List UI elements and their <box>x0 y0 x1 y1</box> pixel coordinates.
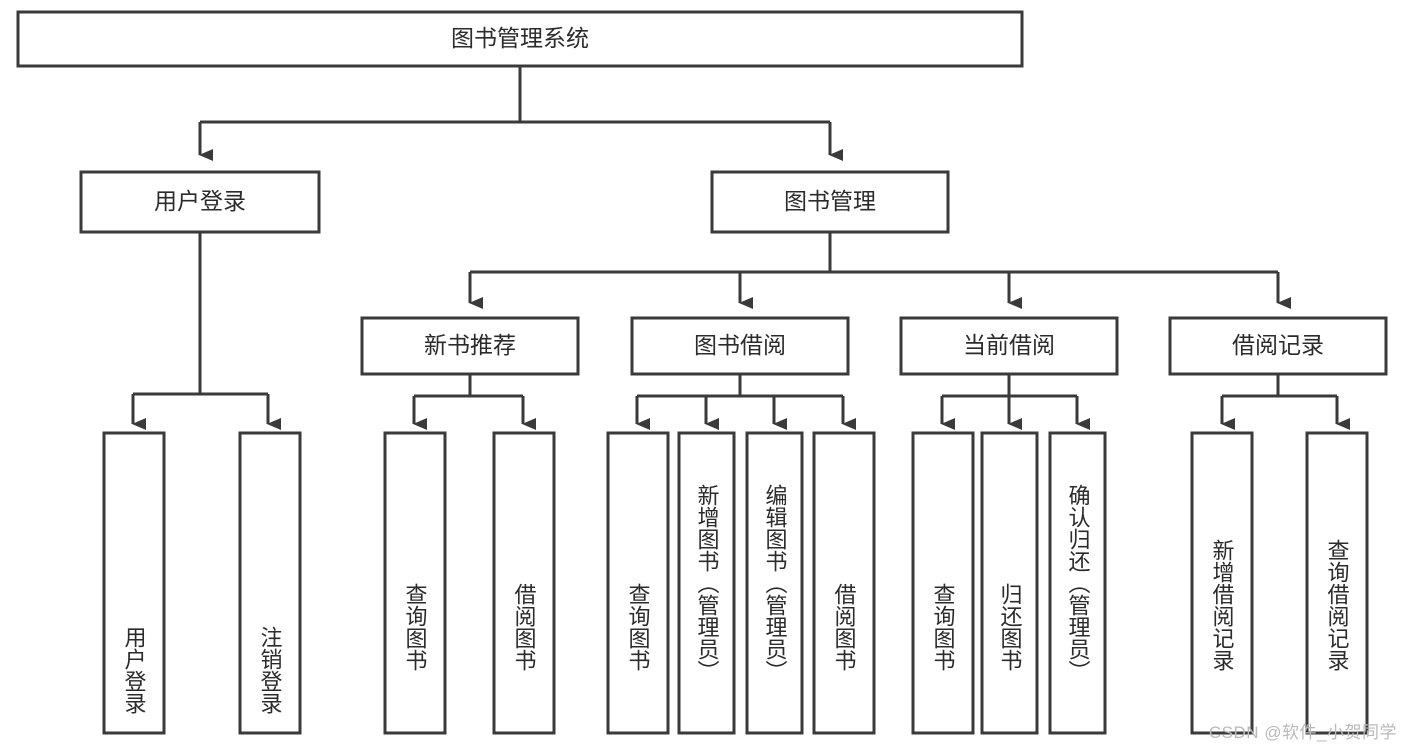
node-leaf-user-login[interactable]: 用户登录 <box>102 431 166 735</box>
node-leaf-query-book-3-box[interactable] <box>911 431 975 735</box>
node-leaf-edit-book-box[interactable] <box>745 431 804 735</box>
node-borrow-record-box[interactable] <box>1168 316 1388 376</box>
node-leaf-add-book-label: 新增图书（管理员） <box>695 484 720 682</box>
node-book-management-label: 图书管理 <box>784 188 876 214</box>
node-leaf-edit-book-label: 编辑图书（管理员） <box>763 484 788 682</box>
node-leaf-query-record-label: 查询借阅记录 <box>1325 539 1350 671</box>
node-current-borrow-box[interactable] <box>899 316 1119 376</box>
node-leaf-borrow-book-2[interactable]: 借阅图书 <box>812 431 876 735</box>
connector-group-user-login <box>131 232 281 430</box>
connector-group-book-management <box>468 232 1291 309</box>
node-leaf-logout-label: 注销登录 <box>258 626 283 714</box>
node-borrow-record-label: 借阅记录 <box>1232 332 1324 358</box>
node-leaf-query-book-2-box[interactable] <box>606 431 670 735</box>
node-leaf-confirm-return-box[interactable] <box>1048 431 1107 735</box>
node-leaf-query-book-1-box[interactable] <box>383 431 447 735</box>
connector-group-current-borrow <box>940 374 1090 430</box>
node-user-login-label: 用户登录 <box>154 188 246 214</box>
node-leaf-confirm-return-label: 确认归还（管理员） <box>1066 484 1091 682</box>
node-leaf-query-record[interactable]: 查询借阅记录 <box>1305 431 1369 735</box>
node-leaf-confirm-return[interactable]: 确认归还（管理员） <box>1048 431 1107 735</box>
node-new-book-recommend[interactable]: 新书推荐 <box>360 316 580 376</box>
node-leaf-query-record-box[interactable] <box>1305 431 1369 735</box>
node-root-box[interactable] <box>16 10 1024 68</box>
node-leaf-logout-box[interactable] <box>238 431 302 735</box>
node-leaf-add-record-label: 新增借阅记录 <box>1210 539 1235 671</box>
node-leaf-query-book-2[interactable]: 查询图书 <box>606 431 670 735</box>
node-leaf-query-book-1-label: 查询图书 <box>403 583 428 671</box>
node-leaf-return-book-label: 归还图书 <box>998 583 1023 671</box>
node-root-label: 图书管理系统 <box>451 25 589 51</box>
connector-group-borrow-record <box>1220 374 1350 430</box>
node-leaf-query-book-3-label: 查询图书 <box>931 583 956 671</box>
node-book-borrow[interactable]: 图书借阅 <box>630 316 850 376</box>
node-leaf-return-book[interactable]: 归还图书 <box>980 431 1039 735</box>
node-leaf-user-login-box[interactable] <box>102 431 166 735</box>
connector-group-root <box>198 66 843 161</box>
node-book-borrow-label: 图书借阅 <box>694 332 786 358</box>
node-leaf-edit-book[interactable]: 编辑图书（管理员） <box>745 431 804 735</box>
node-new-book-recommend-label: 新书推荐 <box>424 332 516 358</box>
node-leaf-user-login-label: 用户登录 <box>122 626 147 714</box>
connector-group-new-book-recommend <box>412 374 536 430</box>
node-leaf-query-book-1[interactable]: 查询图书 <box>383 431 447 735</box>
node-leaf-borrow-book-2-label: 借阅图书 <box>832 583 857 671</box>
node-leaf-borrow-book-2-box[interactable] <box>812 431 876 735</box>
node-new-book-recommend-box[interactable] <box>360 316 580 376</box>
node-book-borrow-box[interactable] <box>630 316 850 376</box>
node-leaf-return-book-box[interactable] <box>980 431 1039 735</box>
node-leaf-query-book-3[interactable]: 查询图书 <box>911 431 975 735</box>
node-leaf-borrow-book-1-label: 借阅图书 <box>512 583 537 671</box>
node-user-login[interactable]: 用户登录 <box>79 170 321 234</box>
node-current-borrow[interactable]: 当前借阅 <box>899 316 1119 376</box>
node-leaf-borrow-book-1[interactable]: 借阅图书 <box>492 431 556 735</box>
node-leaf-add-book[interactable]: 新增图书（管理员） <box>677 431 736 735</box>
node-leaf-query-book-2-label: 查询图书 <box>626 583 651 671</box>
node-leaf-add-record[interactable]: 新增借阅记录 <box>1190 431 1254 735</box>
connector-group-book-borrow <box>635 374 856 430</box>
node-leaf-add-record-box[interactable] <box>1190 431 1254 735</box>
node-book-management[interactable]: 图书管理 <box>710 170 950 234</box>
node-borrow-record[interactable]: 借阅记录 <box>1168 316 1388 376</box>
node-leaf-add-book-box[interactable] <box>677 431 736 735</box>
node-root[interactable]: 图书管理系统 <box>16 10 1024 68</box>
node-leaf-logout[interactable]: 注销登录 <box>238 431 302 735</box>
node-user-login-box[interactable] <box>79 170 321 234</box>
node-book-management-box[interactable] <box>710 170 950 234</box>
node-leaf-borrow-book-1-box[interactable] <box>492 431 556 735</box>
csdn-watermark: CSDN @软件_小贺同学 <box>1208 723 1397 742</box>
node-current-borrow-label: 当前借阅 <box>963 332 1055 358</box>
